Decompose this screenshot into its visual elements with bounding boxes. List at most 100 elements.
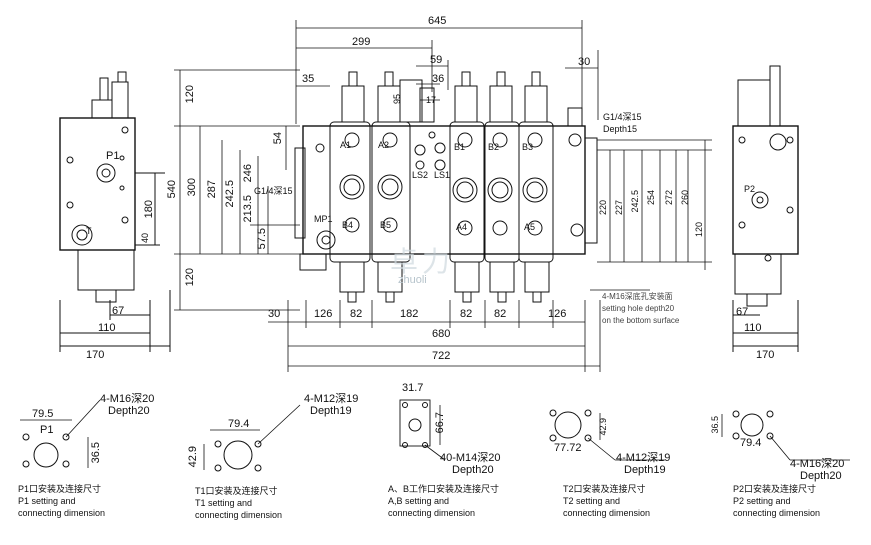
t2-depth: Depth19 xyxy=(624,464,666,476)
port-b3: B3 xyxy=(522,142,534,152)
port-ls2: LS2 xyxy=(412,170,429,180)
dim-540: 540 xyxy=(166,180,178,199)
p2-depth: Depth20 xyxy=(800,470,842,482)
note-g14-left: G1/4深15 xyxy=(254,186,293,196)
left-dim-170: 170 xyxy=(86,349,105,361)
dim-30-bottom: 30 xyxy=(268,308,281,320)
port-b1: B1 xyxy=(454,142,466,152)
ab-caption-cn: A、B工作口安装及连接尺寸 xyxy=(388,484,500,494)
note-hole-en1: setting hole depth20 xyxy=(602,304,675,313)
dim-57-5: 57.5 xyxy=(256,228,268,250)
detail-t2 xyxy=(549,409,665,461)
detail-p2 xyxy=(721,410,850,461)
p1-dim-h: 36.5 xyxy=(90,442,102,464)
right-dimension-lines xyxy=(590,139,712,291)
left-side-view xyxy=(59,71,171,352)
port-b5: B5 xyxy=(380,220,392,230)
detail-p1 xyxy=(20,399,101,468)
left-dimension-lines xyxy=(174,69,300,311)
t2-caption-en2: connecting dimension xyxy=(563,508,651,518)
p2-caption-en1: P2 setting and xyxy=(733,496,791,506)
port-a2: A2 xyxy=(378,140,390,150)
dim-54: 54 xyxy=(272,132,284,145)
dim-272: 272 xyxy=(664,190,674,206)
dim-59: 59 xyxy=(430,54,443,66)
ab-screw: 40-M14深20 xyxy=(440,452,501,464)
watermark-en: zhuoli xyxy=(398,274,427,286)
right-side-view xyxy=(732,65,799,352)
port-a4: A4 xyxy=(456,222,468,232)
right-port-p2: P2 xyxy=(744,184,756,194)
left-port-t: T xyxy=(86,226,92,236)
dim-246: 246 xyxy=(242,164,254,183)
p1-caption-en2: connecting dimension xyxy=(18,508,106,518)
port-b4: B4 xyxy=(342,220,354,230)
port-ls1: LS1 xyxy=(434,170,451,180)
t2-dim-h: 42.9 xyxy=(598,418,608,436)
dim-82-b: 82 xyxy=(460,308,473,320)
p2-caption-cn: P2口安装及连接尺寸 xyxy=(733,484,817,494)
right-dim-110: 110 xyxy=(744,322,762,334)
dim-213-5: 213.5 xyxy=(242,195,254,223)
port-a1: A1 xyxy=(340,140,352,150)
t1-caption-en1: T1 setting and xyxy=(195,498,253,508)
p2-caption-en2: connecting dimension xyxy=(733,508,821,518)
left-dim-110: 110 xyxy=(98,322,116,334)
dim-287: 287 xyxy=(206,180,218,199)
bottom-dimension-lines xyxy=(268,300,601,372)
dim-17: 17 xyxy=(426,95,437,105)
left-dim-67: 67 xyxy=(112,305,125,317)
t1-dim-w: 79.4 xyxy=(228,418,250,430)
ab-dim-h: 66.7 xyxy=(434,412,446,434)
dim-126-right: 126 xyxy=(548,308,567,320)
dim-220: 220 xyxy=(598,200,608,216)
dim-227: 227 xyxy=(614,200,624,216)
t1-dim-h: 42.9 xyxy=(187,446,199,468)
note-g14-right: G1/4深15 xyxy=(603,112,642,122)
p1-dim-w: 79.5 xyxy=(32,408,54,420)
p1-depth: Depth20 xyxy=(108,405,150,417)
dim-120-right: 120 xyxy=(694,222,704,238)
port-b2: B2 xyxy=(488,142,500,152)
dim-260: 260 xyxy=(680,190,690,206)
main-valve-body xyxy=(294,71,598,303)
dim-120-upper: 120 xyxy=(184,85,196,104)
t1-screw: 4-M12深19 xyxy=(304,393,359,405)
ab-caption-en1: A,B setting and xyxy=(388,496,450,506)
dim-242-5-right: 242.5 xyxy=(630,190,640,213)
note-hole-cn: 4-M16深底孔安装面 xyxy=(602,292,673,301)
dim-126-left: 126 xyxy=(314,308,333,320)
dim-680: 680 xyxy=(432,328,451,340)
dim-182: 182 xyxy=(400,308,419,320)
watermark-cn: 卓力 xyxy=(390,246,455,277)
dim-95: 95 xyxy=(392,94,402,105)
p1-port-label: P1 xyxy=(40,424,54,436)
p1-screw: 4-M16深20 xyxy=(100,393,155,405)
left-dim-180: 180 xyxy=(143,200,155,219)
port-a5: A5 xyxy=(524,222,536,232)
right-dim-170: 170 xyxy=(756,349,775,361)
right-dim-67: 67 xyxy=(736,306,749,318)
detail-ab xyxy=(399,399,446,461)
t1-caption-cn: T1口安装及连接尺寸 xyxy=(195,486,278,496)
dim-30-top: 30 xyxy=(578,56,591,68)
dim-120-lower: 120 xyxy=(184,268,196,287)
left-dim-40: 40 xyxy=(140,233,150,244)
p1-caption-en1: P1 setting and xyxy=(18,496,76,506)
note-depth15: Depth15 xyxy=(603,124,638,134)
p1-caption-cn: P1口安装及连接尺寸 xyxy=(18,484,102,494)
port-mp1: MP1 xyxy=(314,214,333,224)
dim-645: 645 xyxy=(428,15,447,27)
t1-depth: Depth19 xyxy=(310,405,352,417)
dim-36: 36 xyxy=(432,73,445,85)
t2-screw: 4-M12深19 xyxy=(616,452,671,464)
t1-caption-en2: connecting dimension xyxy=(195,510,283,520)
ab-dim-w: 31.7 xyxy=(402,382,424,394)
p2-screw: 4-M16深20 xyxy=(790,458,845,470)
dim-299: 299 xyxy=(352,36,371,48)
t2-caption-cn: T2口安装及连接尺寸 xyxy=(563,484,646,494)
detail-t1 xyxy=(203,404,301,472)
dim-722: 722 xyxy=(432,350,451,362)
t2-dim-w: 77.72 xyxy=(554,442,582,454)
dim-242-5: 242.5 xyxy=(224,180,236,208)
